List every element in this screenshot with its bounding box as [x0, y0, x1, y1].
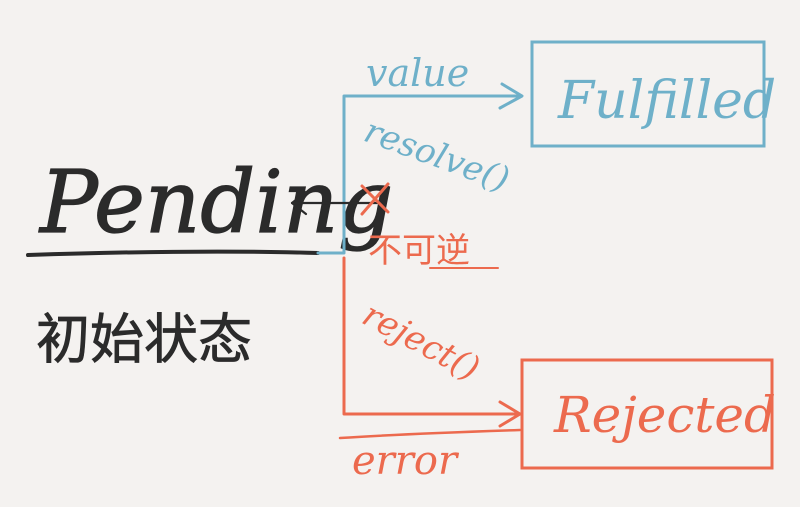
reject-connector: [342, 256, 520, 416]
resolve-arrowhead: [498, 82, 524, 110]
irreversible-label: 不可逆: [368, 231, 470, 271]
resolve-connector: [316, 94, 522, 255]
rejected-box: [520, 358, 774, 470]
back-arrowhead: [290, 190, 308, 216]
reject-label: reject(): [356, 295, 486, 390]
fulfilled-box: [530, 40, 766, 148]
error-label: error: [352, 438, 460, 484]
reject-arrowhead: [498, 400, 522, 428]
cross-mark-icon: [360, 182, 390, 216]
pending-caption: 初始状态: [36, 308, 252, 371]
pending-underline: [26, 249, 320, 257]
value-label: value: [366, 51, 469, 95]
rejected-label: Rejected: [553, 386, 776, 444]
error-underline: [338, 428, 522, 440]
fulfilled-label: Fulfilled: [557, 71, 776, 131]
